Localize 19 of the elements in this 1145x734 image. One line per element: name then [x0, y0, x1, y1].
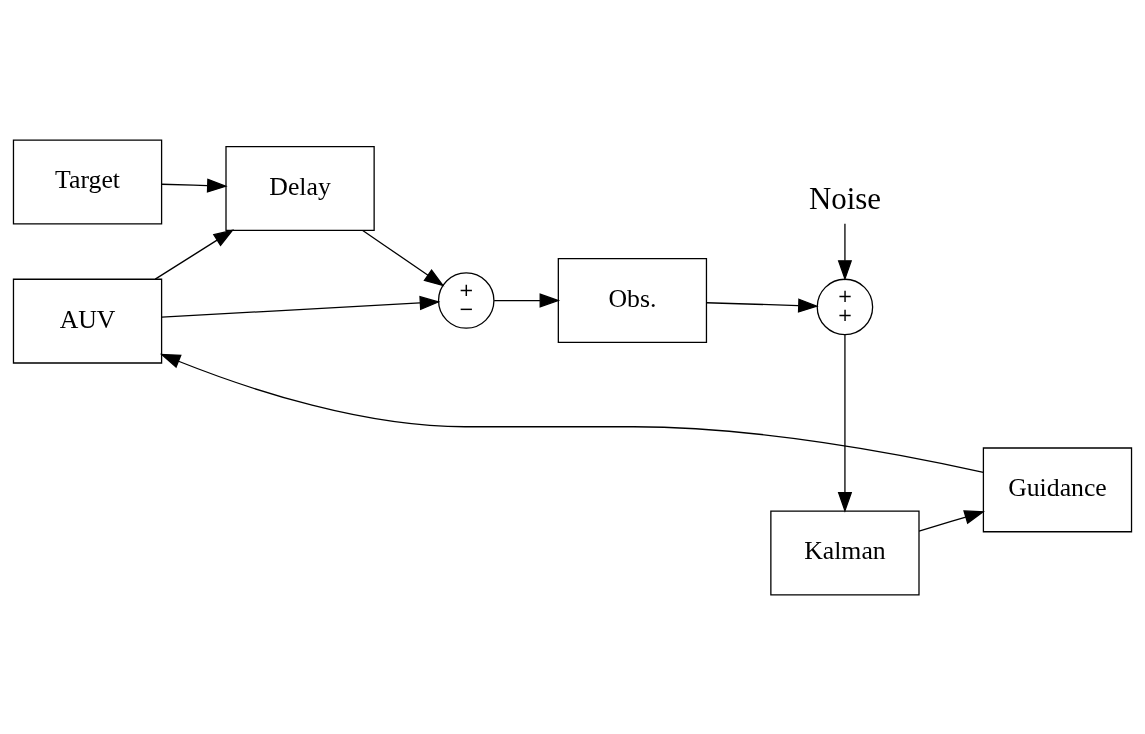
- arrow: [161, 295, 441, 318]
- node-box: Target: [12, 139, 163, 225]
- arrow: [705, 297, 819, 313]
- arrow: [837, 333, 853, 513]
- node-box: Obs.: [557, 257, 708, 343]
- node-text: Noise: [808, 180, 881, 216]
- node-box: Guidance: [982, 446, 1133, 532]
- arrow: [362, 229, 445, 286]
- node-box: Kalman: [770, 509, 920, 595]
- node-box: AUV: [12, 278, 163, 364]
- arrow: [161, 177, 228, 193]
- node-box: Delay: [225, 145, 375, 231]
- node-circle: + +: [816, 278, 874, 335]
- arrow: [493, 292, 561, 308]
- arrow: [159, 353, 985, 473]
- node-circle: + −: [437, 271, 495, 329]
- arrow: [837, 222, 853, 281]
- arrow: [154, 228, 235, 280]
- arrow: [918, 509, 985, 532]
